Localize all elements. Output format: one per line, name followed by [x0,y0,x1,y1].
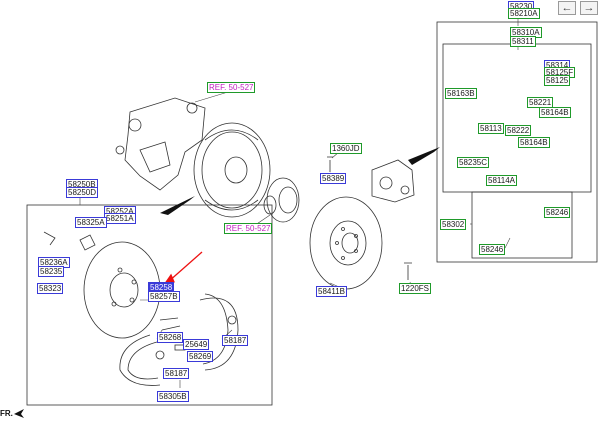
pointer-arrow-right [408,147,440,165]
part-label-58222[interactable]: 58222 [505,125,532,136]
part-label-58250d[interactable]: 58250D [66,187,99,198]
part-label-25649[interactable]: 25649 [183,339,210,350]
part-label-58246-a[interactable]: 58246 [544,207,571,218]
part-label-58323[interactable]: 58323 [37,283,64,294]
part-label-58163b[interactable]: 58163B [445,88,477,99]
bolt-1360jd-drawing [327,156,333,172]
part-label-58257b[interactable]: 58257B [148,291,180,302]
brake-disc-drawing [309,196,383,290]
part-label-58187-a[interactable]: 58187 [222,335,249,346]
rear-backing-plate-drawing [193,122,271,218]
caliper-drawing [371,159,415,203]
part-label-58114a[interactable]: 58114A [486,175,517,186]
part-label-58305b[interactable]: 58305B [157,391,189,402]
back-button[interactable]: ← [558,1,576,15]
part-label-58268[interactable]: 58268 [157,332,184,343]
part-label-58235c[interactable]: 58235C [457,157,490,168]
brake-pad-frame [471,191,573,259]
spring-drawing [79,234,96,251]
brake-shoe-right-drawing [199,297,239,371]
front-direction-arrow [14,409,24,418]
part-label-58113[interactable]: 58113 [478,123,504,134]
brake-shoe-left-drawing [119,334,161,386]
reference-link-50-527-top[interactable]: REF. 50-527 [207,82,256,93]
knuckle-drawing [115,97,206,191]
pointer-arrow-left [160,196,195,215]
part-label-58164b-b[interactable]: 58164B [518,137,550,148]
part-label-58325a[interactable]: 58325A [75,217,107,228]
front-direction-label: FR. [0,409,13,418]
part-label-58164b-a[interactable]: 58164B [539,107,571,118]
bolt-1220fs-drawing [404,262,412,280]
part-label-58411b[interactable]: 58411B [316,286,347,297]
part-label-58235[interactable]: 58235 [38,266,65,277]
part-label-58125[interactable]: 58125 [544,75,571,86]
part-label-1220fs[interactable]: 1220FS [399,283,432,294]
part-label-58269[interactable]: 58269 [187,351,214,362]
part-label-58389[interactable]: 58389 [320,173,347,184]
part-label-58246-b[interactable]: 58246 [479,244,506,255]
part-label-58251a[interactable]: 58251A [104,213,136,224]
caliper-assembly-frame [436,21,598,263]
part-label-58311[interactable]: 58311 [510,36,536,47]
forward-button[interactable]: → [580,1,598,15]
reference-link-50-527-bottom[interactable]: REF. 50-527 [224,223,273,234]
part-label-1360jd[interactable]: 1360JD [330,143,362,154]
parking-brake-frame [26,204,273,406]
part-label-58210a[interactable]: 58210A [508,8,540,19]
part-label-58302[interactable]: 58302 [440,219,467,230]
part-label-58187-b[interactable]: 58187 [163,368,190,379]
hub-bearing-drawing [263,177,300,223]
